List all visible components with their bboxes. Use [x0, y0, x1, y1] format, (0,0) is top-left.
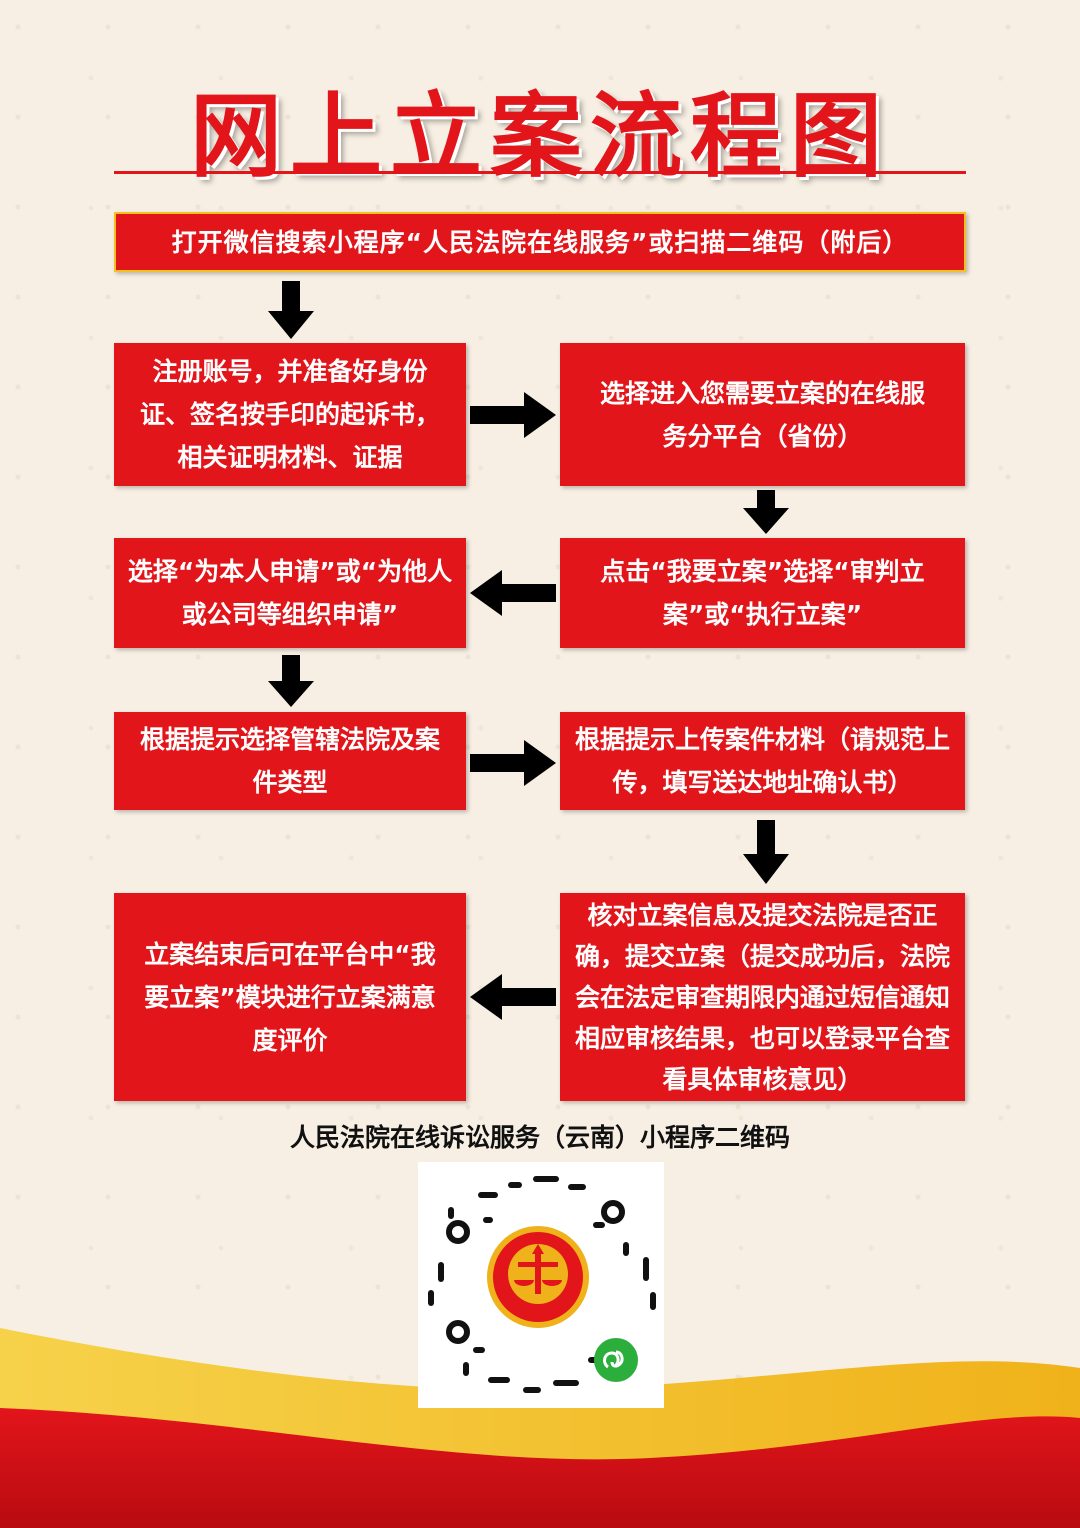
step-evaluate: 立案结束后可在平台中“我要立案”模块进行立案满意度评价	[114, 893, 466, 1101]
arrow-down-icon	[268, 655, 314, 707]
decorative-wave	[0, 1328, 1080, 1528]
page-title: 网上立案流程图	[189, 83, 890, 190]
arrow-right-icon	[470, 740, 556, 786]
arrow-left-icon	[470, 974, 556, 1020]
step-choose-applicant: 选择“为本人申请”或“为他人或公司等组织申请”	[114, 538, 466, 648]
step-verify-submit: 核对立案信息及提交法院是否正确，提交立案（提交成功后，法院会在法定审查期限内通过…	[560, 893, 965, 1101]
step-register: 注册账号，并准备好身份证、签名按手印的起诉书，相关证明材料、证据	[114, 343, 466, 486]
arrow-down-icon	[743, 820, 789, 884]
mini-program-qr-code[interactable]	[418, 1162, 664, 1408]
arrow-right-icon	[470, 392, 556, 438]
court-emblem-icon	[487, 1226, 589, 1328]
step-open-wechat: 打开微信搜索小程序“人民法院在线服务”或扫描二维码（附后）	[114, 212, 966, 272]
step-upload-materials: 根据提示上传案件材料（请规范上传，填写送达地址确认书）	[560, 712, 965, 810]
arrow-down-icon	[268, 281, 314, 339]
arrow-down-icon	[743, 490, 789, 534]
step-choose-platform: 选择进入您需要立案的在线服务分平台（省份）	[560, 343, 965, 486]
step-choose-court: 根据提示选择管辖法院及案件类型	[114, 712, 466, 810]
qr-caption: 人民法院在线诉讼服务（云南）小程序二维码	[289, 1123, 790, 1152]
title-divider	[114, 171, 966, 174]
miniprogram-icon	[594, 1338, 638, 1382]
arrow-left-icon	[470, 570, 556, 616]
step-click-filing: 点击“我要立案”选择“审判立案”或“执行立案”	[560, 538, 965, 648]
